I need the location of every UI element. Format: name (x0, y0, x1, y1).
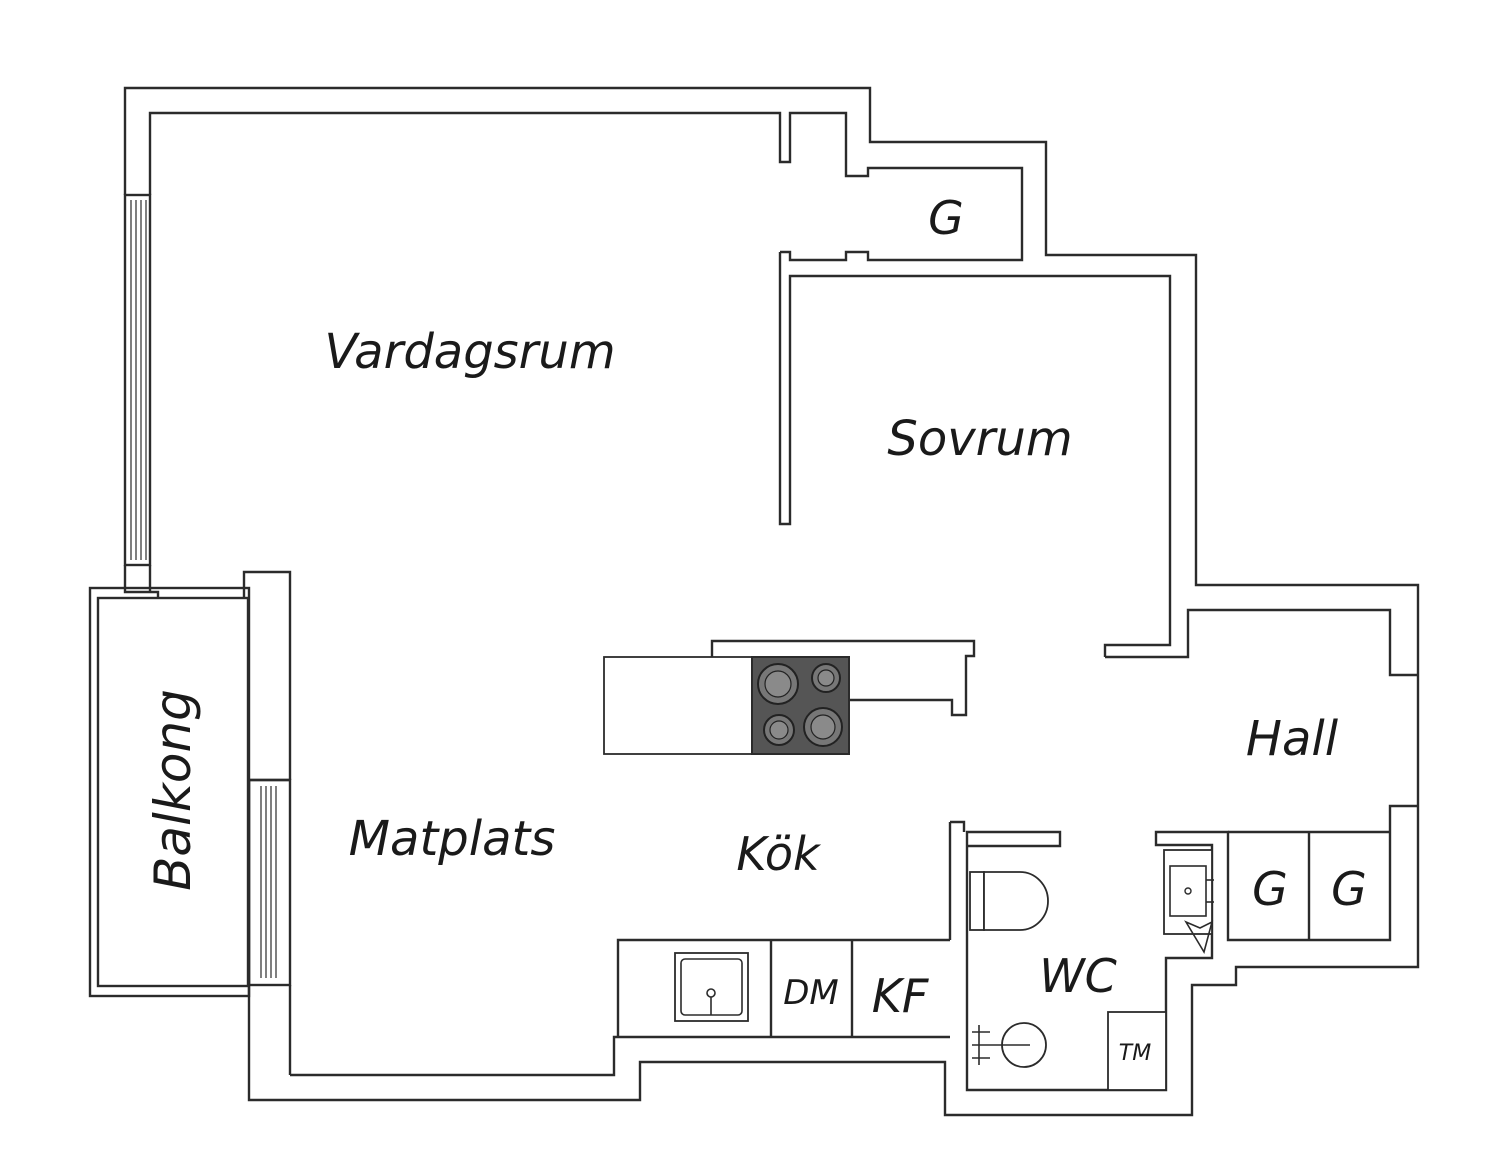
room-label-matplats: Matplats (349, 811, 556, 867)
sink-icon (674, 952, 749, 1022)
room-label-storage-hall-1: G (1252, 862, 1288, 916)
toilet-icon (969, 871, 1049, 931)
appliance-label-washing-machine: TM (1119, 1041, 1151, 1066)
balcony (88, 586, 251, 998)
wc-sink-icon (1163, 849, 1214, 955)
room-label-wc: WC (1039, 949, 1117, 1003)
kitchen-island (603, 639, 976, 755)
room-label-vardagsrum: Vardagsrum (324, 324, 615, 380)
window-living-room (123, 193, 160, 598)
room-label-storage-top: G (928, 191, 964, 245)
hob-icon (751, 656, 850, 755)
room-label-hall: Hall (1246, 711, 1339, 767)
shower-icon (972, 1022, 1047, 1068)
appliance-label-fridge: KF (872, 969, 929, 1023)
kitchen-counter (616, 938, 950, 1037)
room-label-sovrum: Sovrum (887, 411, 1072, 467)
appliance-label-dishwasher: DM (783, 973, 839, 1013)
room-label-storage-hall-2: G (1331, 862, 1367, 916)
washing-machine (1107, 1011, 1167, 1091)
hall-storage (1228, 830, 1390, 940)
window-dining (247, 778, 292, 987)
room-label-kok: Kök (736, 827, 822, 881)
room-label-balkong: Balkong (144, 689, 202, 891)
